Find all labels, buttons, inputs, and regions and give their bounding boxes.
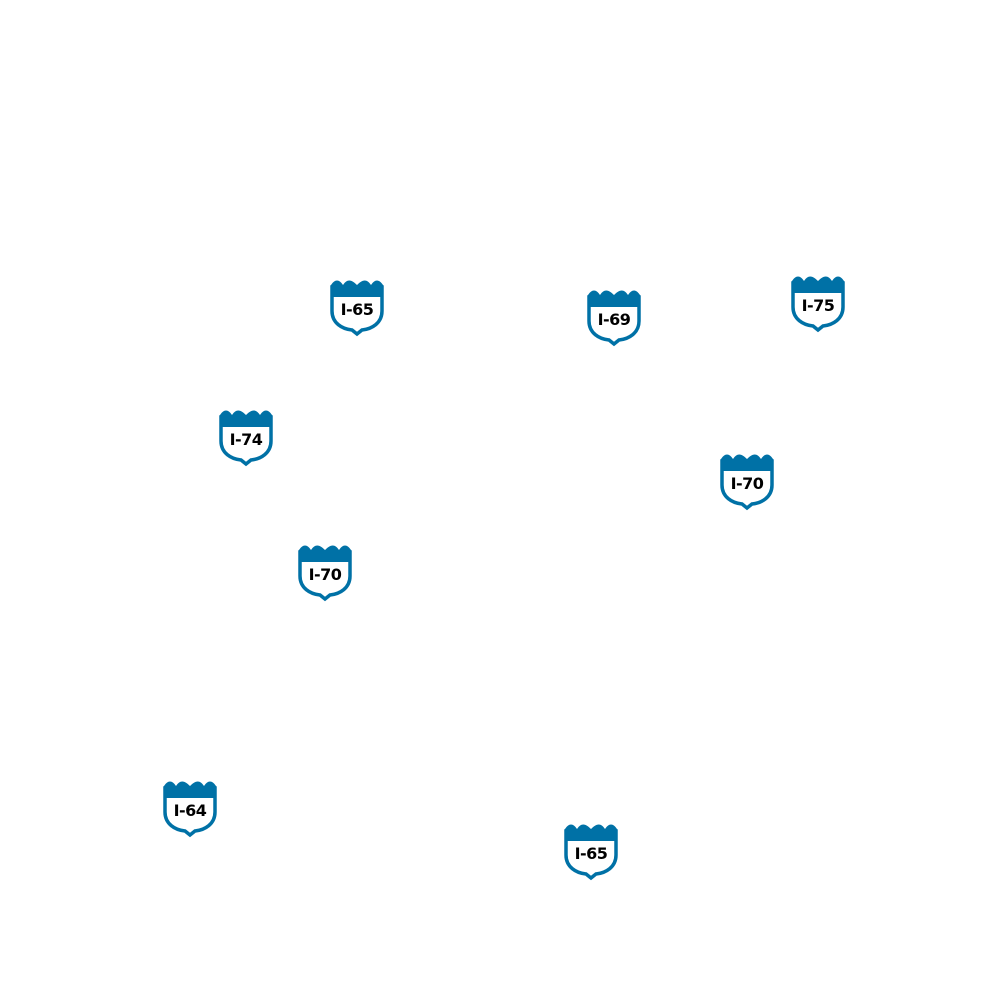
interstate-shield-icon: [587, 290, 641, 347]
shield-label: I-65: [340, 300, 374, 319]
interstate-shield-icon: [163, 781, 217, 838]
interstate-shield-i-75[interactable]: I-75: [789, 273, 847, 333]
interstate-shield-icon: [791, 276, 845, 333]
interstate-shield-i-74[interactable]: I-74: [217, 407, 275, 467]
interstate-shield-icon: [564, 824, 618, 881]
interstate-shield-i-70-east[interactable]: I-70: [718, 451, 776, 511]
interstate-shield-icon: [298, 545, 352, 602]
interstate-shield-i-65-south[interactable]: I-65: [562, 821, 620, 881]
shield-label: I-69: [597, 310, 631, 329]
interstate-shield-i-70-west[interactable]: I-70: [296, 542, 354, 602]
interstate-shield-i-65-north[interactable]: I-65: [328, 277, 386, 337]
shield-label: I-65: [574, 844, 608, 863]
shield-label: I-70: [730, 474, 764, 493]
shield-label: I-70: [308, 565, 342, 584]
interstate-shield-i-64[interactable]: I-64: [161, 778, 219, 838]
shield-label: I-75: [801, 296, 835, 315]
shield-label: I-74: [229, 430, 263, 449]
interstate-shield-icon: [330, 280, 384, 337]
interstate-shield-i-69[interactable]: I-69: [585, 287, 643, 347]
interstate-shield-icon: [219, 410, 273, 467]
interstate-shield-icon: [720, 454, 774, 511]
shield-label: I-64: [173, 801, 207, 820]
